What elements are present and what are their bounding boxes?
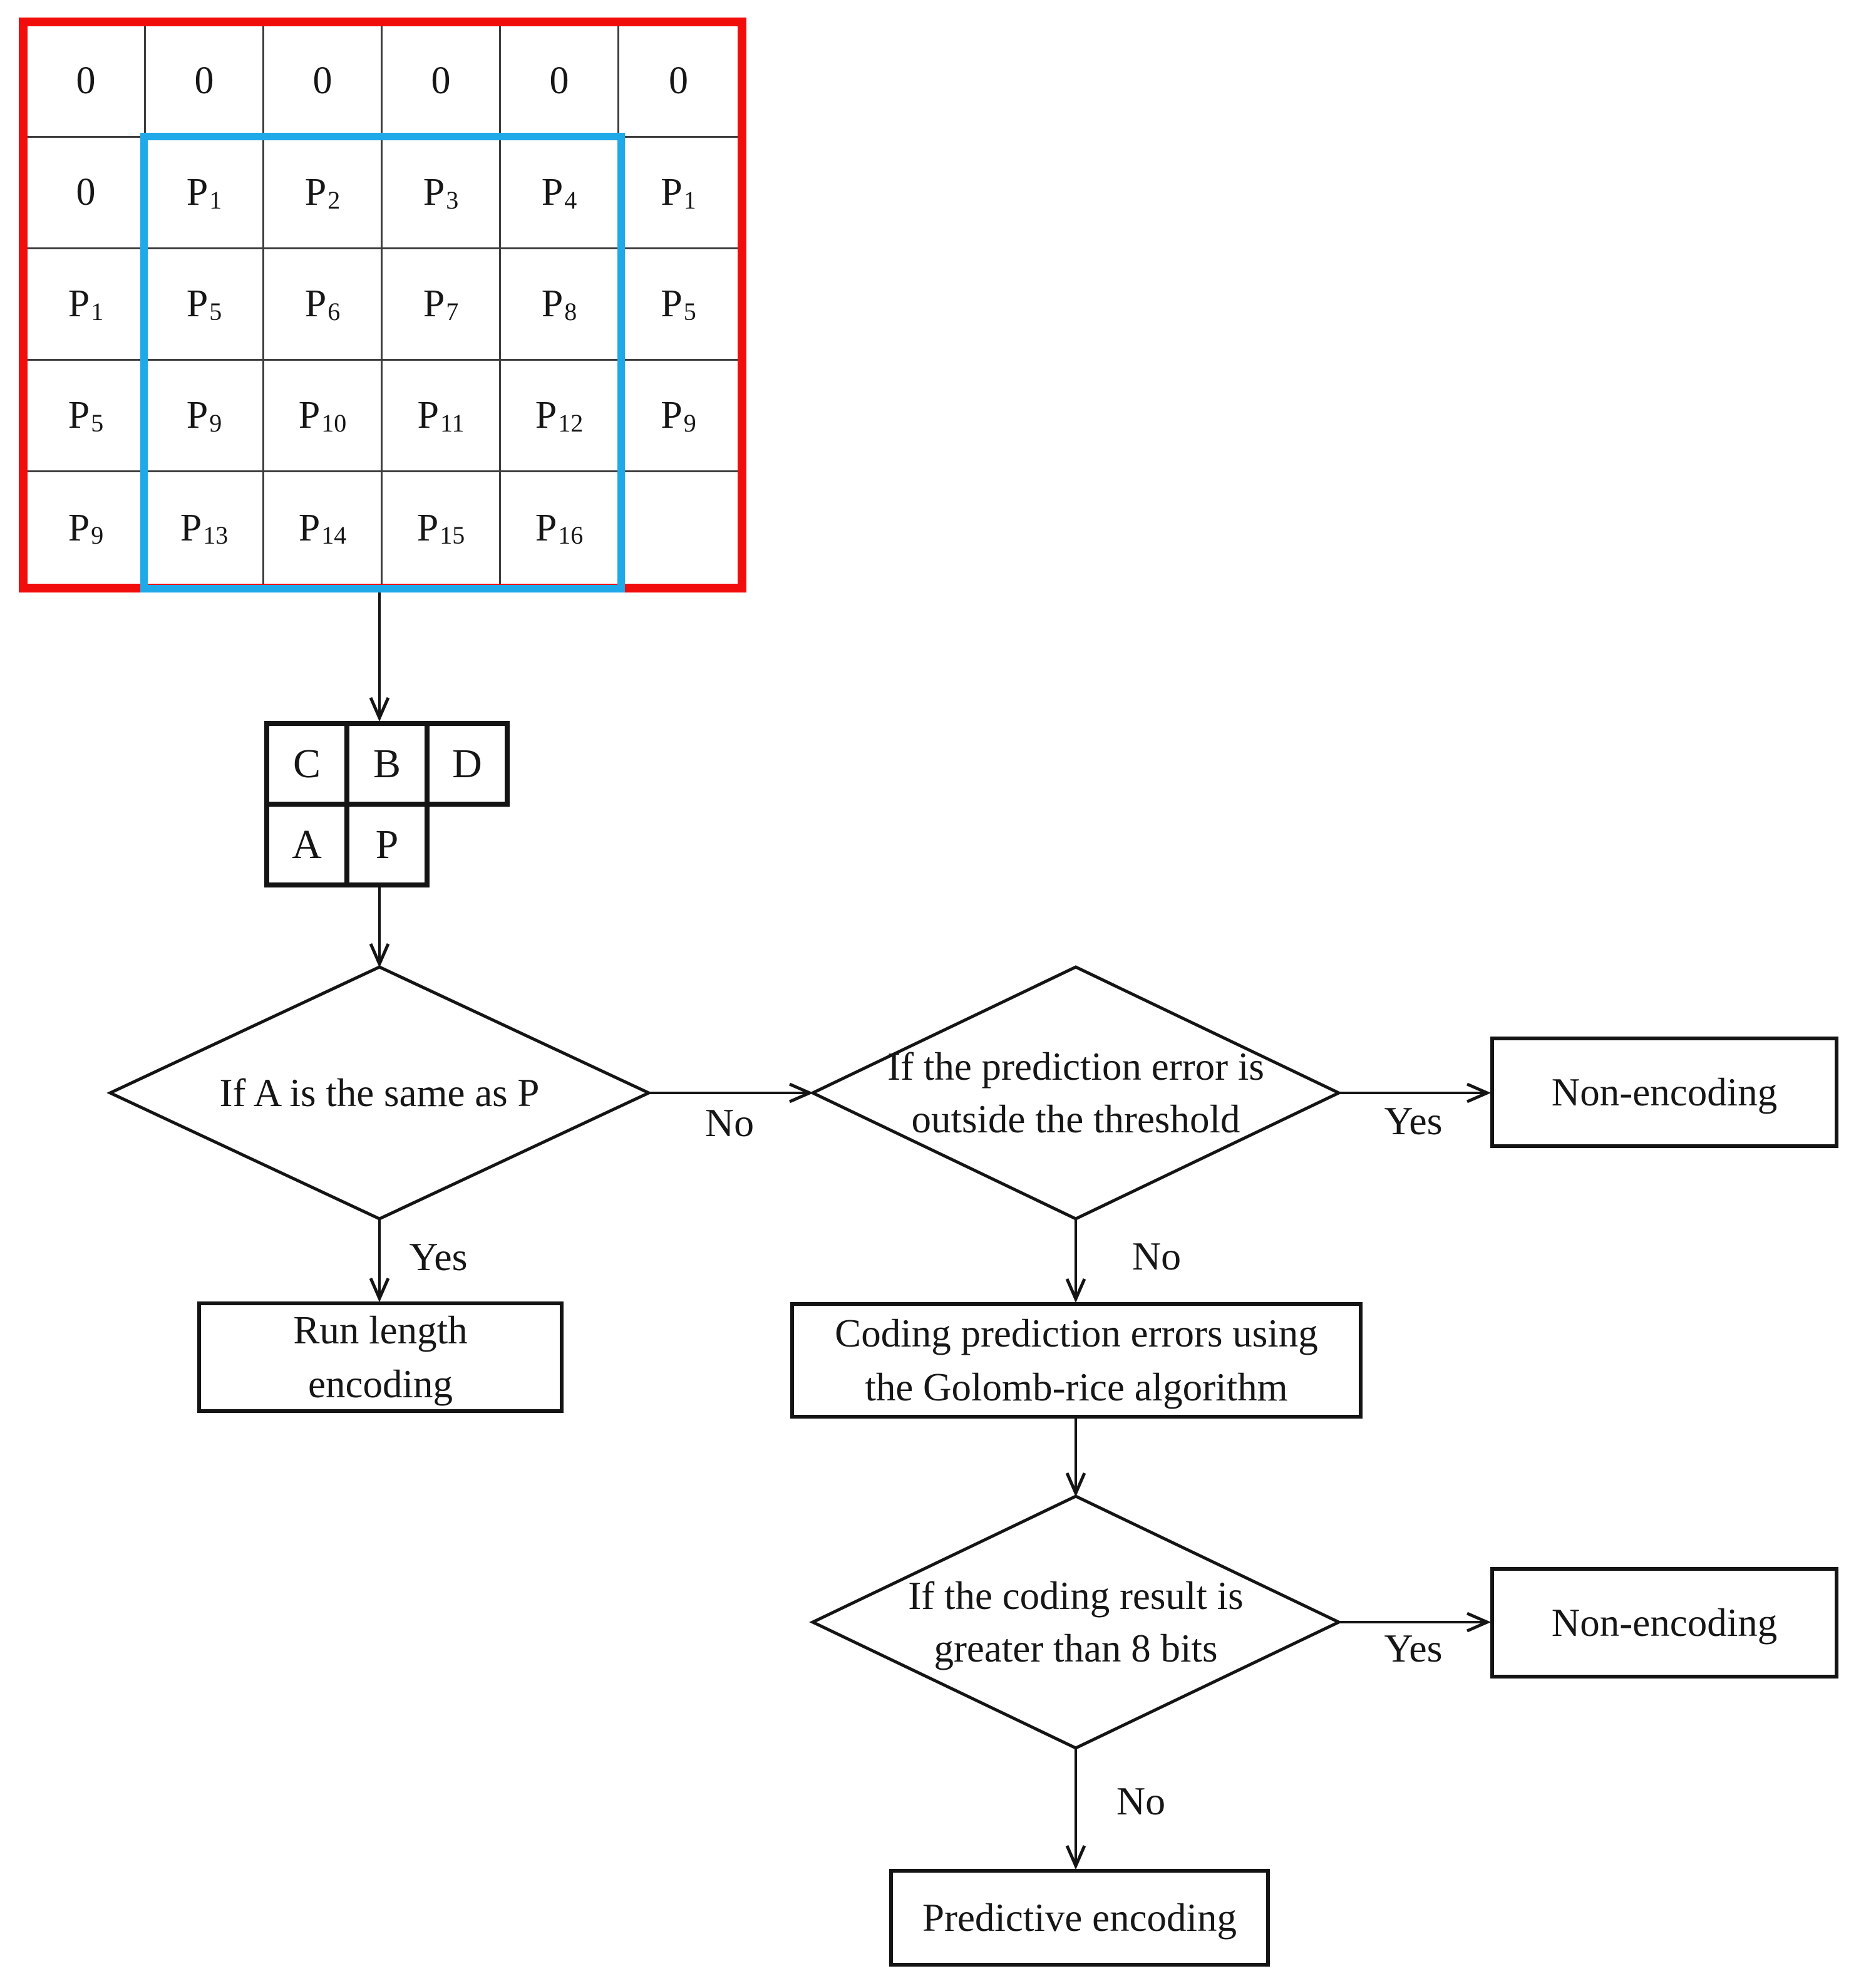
- grid-cell-value: P: [68, 282, 90, 325]
- grid-cell-value: P: [186, 171, 209, 214]
- decision-text-a-same-as-p: If A is the same as P: [160, 1043, 599, 1143]
- process-line: Predictive encoding: [922, 1896, 1237, 1940]
- grid-cell-value: P: [186, 282, 209, 325]
- grid-cell: 0: [28, 138, 146, 249]
- process-box-run-length-encoding: Run length encoding: [197, 1301, 564, 1413]
- template-cell-label: D: [452, 740, 482, 787]
- grid-cell-value: P: [186, 394, 209, 437]
- grid-cell: 0: [619, 26, 738, 138]
- grid-cell: 0: [264, 26, 383, 138]
- edge-label-d3-no: No: [1116, 1779, 1166, 1823]
- grid-cell-value: P: [661, 171, 683, 214]
- decision-line: outside the threshold: [911, 1097, 1240, 1141]
- grid-cell: 0: [28, 26, 146, 138]
- template-cell-label: B: [373, 740, 401, 787]
- process-line: the Golomb-rice algorithm: [865, 1365, 1288, 1409]
- process-box-predictive-encoding: Predictive encoding: [889, 1869, 1270, 1967]
- grid-cell-value: 0: [76, 171, 96, 214]
- current-block-outline: [140, 133, 625, 592]
- process-line: Non-encoding: [1551, 1070, 1778, 1114]
- grid-cell-value: P: [535, 394, 557, 437]
- grid-cell-value: P: [661, 394, 683, 437]
- template-cell-b: B: [344, 721, 430, 807]
- grid-cell-value: P: [423, 282, 445, 325]
- grid-cell-value: P: [304, 282, 327, 325]
- grid-cell-value: P: [416, 506, 439, 549]
- decision-line: If A is the same as P: [219, 1071, 540, 1115]
- grid-cell-value: P: [298, 394, 321, 437]
- grid-cell-value: P: [298, 506, 321, 549]
- grid-cell: 0: [501, 26, 619, 138]
- process-box-golomb-rice-coding: Coding prediction errors using the Golom…: [790, 1302, 1363, 1419]
- process-box-non-encoding-bottom: Non-encoding: [1490, 1567, 1838, 1679]
- grid-cell-value: P: [423, 171, 445, 214]
- decision-line: If the coding result is: [908, 1574, 1244, 1618]
- template-cell-p: P: [344, 802, 430, 887]
- process-box-non-encoding-top: Non-encoding: [1490, 1037, 1838, 1148]
- grid-cell: [619, 472, 738, 584]
- template-cell-c: C: [264, 721, 349, 807]
- grid-cell-value: P: [304, 171, 327, 214]
- process-line: Non-encoding: [1551, 1601, 1778, 1645]
- template-cell-d: D: [425, 721, 510, 807]
- grid-cell-value: P: [661, 282, 683, 325]
- grid-cell-value: P: [541, 171, 564, 214]
- decision-line: If the prediction error is: [887, 1045, 1264, 1089]
- grid-cell-value: P: [68, 506, 90, 549]
- grid-cell: 0: [383, 26, 501, 138]
- grid-cell-value: P: [541, 282, 564, 325]
- template-cell-label: C: [292, 740, 321, 787]
- grid-cell-value: 0: [431, 59, 451, 102]
- edge-label-d1-no: No: [704, 1100, 755, 1145]
- grid-cell-value: 0: [312, 59, 332, 102]
- decision-text-prediction-error: If the prediction error is outside the t…: [850, 1033, 1301, 1152]
- process-line: encoding: [308, 1362, 453, 1406]
- grid-cell-value: P: [535, 506, 557, 549]
- edge-label-d2-no: No: [1131, 1234, 1182, 1278]
- grid-cell: 0: [146, 26, 264, 138]
- edge-label-d3-yes: Yes: [1384, 1626, 1443, 1670]
- decision-text-coding-result: If the coding result is greater than 8 b…: [850, 1563, 1301, 1682]
- grid-cell-value: 0: [549, 59, 569, 102]
- grid-cell-value: 0: [669, 59, 688, 102]
- process-line: Run length: [293, 1308, 468, 1352]
- grid-cell-value: 0: [194, 59, 214, 102]
- decision-line: greater than 8 bits: [934, 1627, 1218, 1670]
- edge-label-d2-yes: Yes: [1384, 1099, 1443, 1143]
- grid-cell-value: P: [180, 506, 202, 549]
- template-cell-label: P: [375, 821, 399, 867]
- grid-cell-value: 0: [76, 59, 96, 102]
- template-cell-a: A: [264, 802, 349, 887]
- grid-cell-value: P: [68, 394, 90, 437]
- edge-label-d1-yes: Yes: [409, 1234, 468, 1279]
- grid-cell-value: P: [417, 394, 439, 437]
- process-line: Coding prediction errors using: [835, 1311, 1318, 1355]
- template-cell-label: A: [292, 821, 322, 867]
